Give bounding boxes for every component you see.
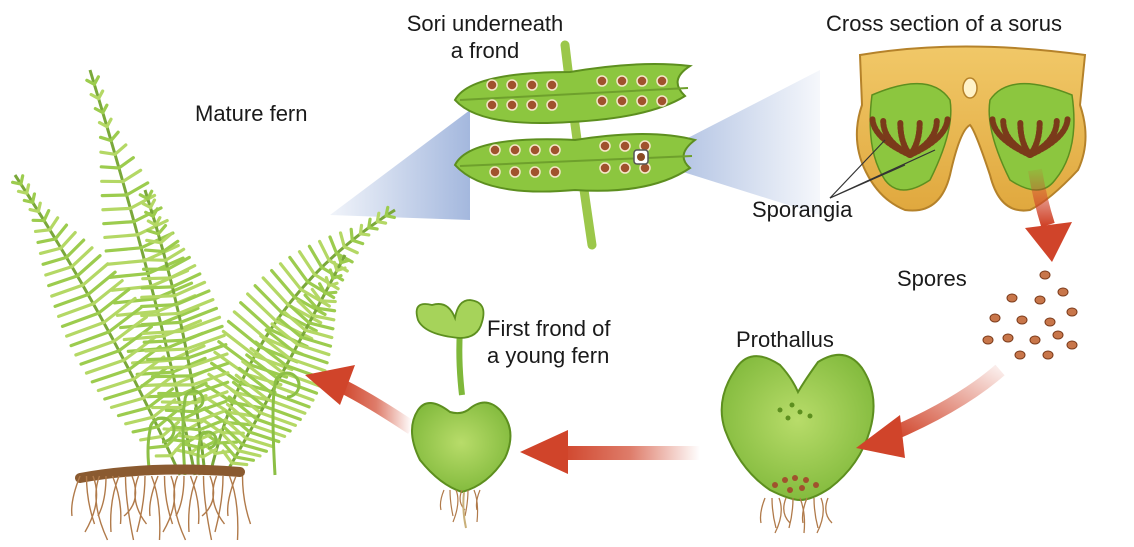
label-mature-fern: Mature fern xyxy=(195,100,308,127)
label-cross-section-of-a-sorus: Cross section of a sorus xyxy=(826,10,1062,37)
zoom-cone-fern-to-frond xyxy=(330,110,470,220)
label-first-frond-of-a-young-fern: First frond of a young fern xyxy=(487,315,610,369)
frond-with-sori-illustration xyxy=(455,45,695,245)
prothallus-illustration xyxy=(722,355,874,533)
arrow-prothallus-to-young-fern xyxy=(520,430,700,474)
label-sori-underneath-a-frond: Sori underneath a frond xyxy=(375,10,595,64)
arrow-young-fern-to-mature-fern xyxy=(305,365,412,428)
sorus-cross-section-illustration xyxy=(830,47,1086,211)
arrow-spores-to-prothallus xyxy=(856,370,1000,458)
mature-fern-illustration xyxy=(13,70,395,540)
label-sporangia: Sporangia xyxy=(752,196,852,223)
spores-illustration xyxy=(983,271,1077,359)
label-prothallus: Prothallus xyxy=(736,326,834,353)
label-spores: Spores xyxy=(897,265,967,292)
